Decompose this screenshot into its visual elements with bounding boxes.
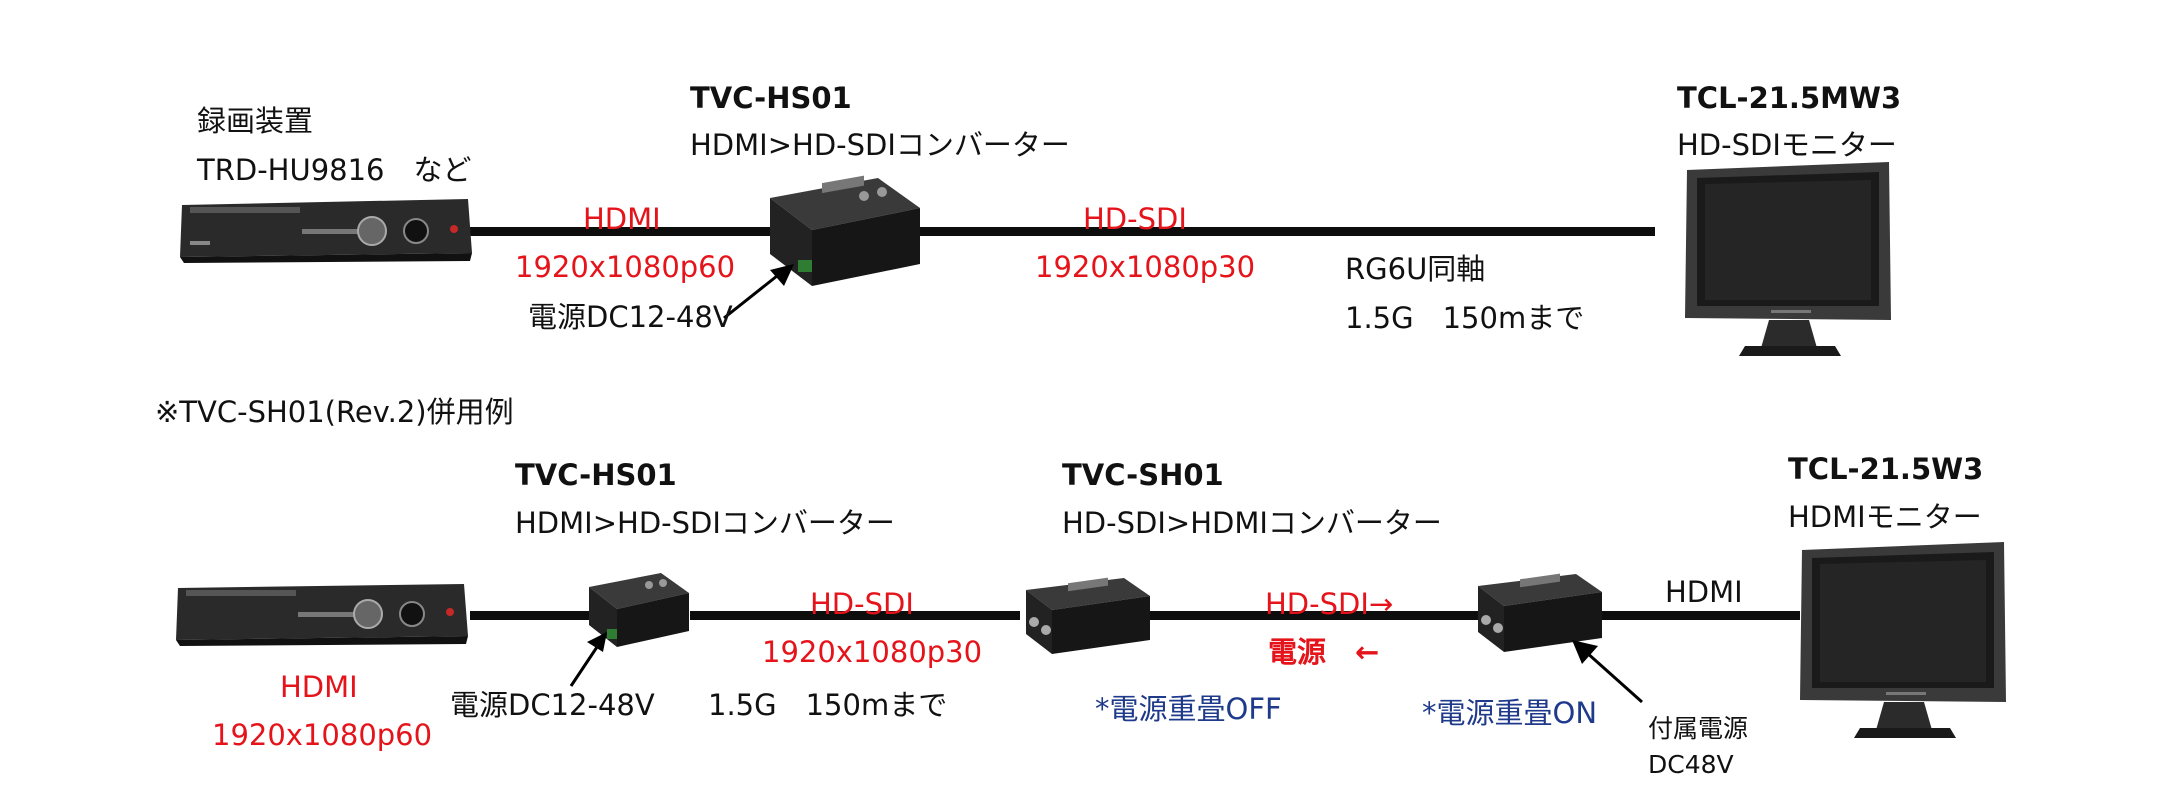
bottom-caption: ※TVC-SH01(Rev.2)併用例 [155,395,514,429]
top-monitor-device [1685,162,1891,356]
top-monitor-name: TCL-21.5MW3 [1677,81,1902,115]
bottom-note-on: *電源重畳ON [1422,696,1598,730]
bottom-cable-sdi [690,611,1020,620]
bottom-monitor-desc: HDMIモニター [1788,500,1982,534]
top-cable-type: RG6U同軸 [1345,252,1486,286]
top-hdmi-format: 1920x1080p60 [515,250,736,284]
top-cable-hdmi [470,227,770,236]
top-cable-sdi [920,227,1655,236]
bottom-converter2-name: TVC-SH01 [1062,458,1224,492]
top-converter-name: TVC-HS01 [690,81,852,115]
bottom-hdmi-format: 1920x1080p60 [212,718,433,752]
bottom-converter3-device [1478,573,1602,652]
bottom-hdmi2-label: HDMI [1665,575,1743,609]
bottom-cable-sdi2 [1150,611,1480,620]
top-sdi-format: 1920x1080p30 [1035,250,1256,284]
top-hdmi-label: HDMI [583,202,661,236]
bottom-converter1-name: TVC-HS01 [515,458,677,492]
bottom-monitor-device [1800,542,2006,738]
bottom-note-off: *電源重畳OFF [1095,692,1282,726]
bottom-monitor-name: TCL-21.5W3 [1788,452,1984,486]
top-recorder-title: 録画装置 [197,104,314,138]
top-monitor-desc: HD-SDIモニター [1677,128,1897,162]
top-cable-spec: 1.5G 150mまで [1345,301,1585,335]
bottom-converter1-desc: HDMI>HD-SDIコンバーター [515,506,895,540]
top-sdi-label: HD-SDI [1083,202,1187,236]
top-recorder-model: TRD-HU9816 など [197,153,472,187]
bottom-sdi-format: 1920x1080p30 [762,635,983,669]
bottom-cable-hdmi [470,611,590,620]
top-converter-device [770,175,920,286]
bottom-psu-label: 付属電源 [1648,714,1749,743]
bottom-converter1-device [589,573,689,647]
bottom-cable-hdmi2 [1600,611,1800,620]
bottom-power-arrow [569,632,607,687]
top-recorder-device [180,199,472,263]
bottom-sdi2-power: 電源 ← [1268,635,1380,669]
bottom-sdi-label: HD-SDI [810,587,914,621]
top-converter-power: 電源DC12-48V [528,300,733,334]
bottom-converter2-desc: HD-SDI>HDMIコンバーター [1062,506,1442,540]
bottom-sdi-spec: 1.5G 150mまで [708,688,948,722]
bottom-sdi2-label: HD-SDI→ [1265,587,1394,621]
bottom-psu-spec: DC48V [1648,750,1734,779]
bottom-converter1-power: 電源DC12-48V [450,688,655,722]
bottom-recorder-device [176,584,468,646]
top-converter-desc: HDMI>HD-SDIコンバーター [690,128,1070,162]
bottom-hdmi-label: HDMI [280,670,358,704]
top-power-arrow [723,264,794,320]
bottom-psu-arrow [1572,640,1643,704]
bottom-converter2-device [1026,577,1150,654]
